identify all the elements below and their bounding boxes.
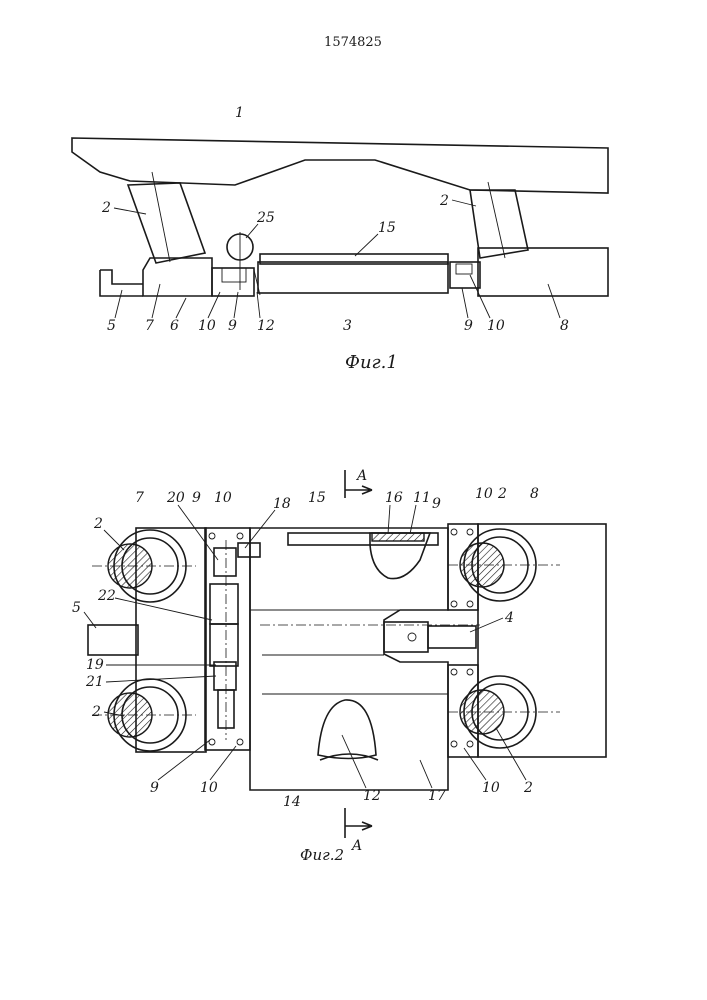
- shaft-4: [428, 626, 476, 648]
- leader2-2-tl: [104, 530, 124, 550]
- label-7: 7: [145, 318, 154, 334]
- clamp-right-10: [456, 264, 472, 274]
- leader2-16: [388, 505, 390, 534]
- section-arrow-top: [345, 486, 372, 494]
- label-25: 25: [256, 210, 275, 226]
- label2-20: 20: [166, 490, 185, 506]
- label2-10-top: 10: [214, 490, 232, 506]
- rail-5-plan: [88, 625, 138, 655]
- label-1: 1: [235, 105, 244, 121]
- leader2-17: [420, 760, 432, 788]
- label2-9-right: 9: [432, 496, 441, 512]
- leader2-20: [178, 505, 218, 560]
- label2-8: 8: [530, 486, 539, 502]
- leader-12: [257, 292, 260, 318]
- patent-number: 1574825: [324, 35, 382, 50]
- label-2-right: 2: [439, 193, 449, 209]
- right-support-axis: [488, 182, 505, 258]
- section-mark-bottom: A: [350, 838, 362, 854]
- label2-10-br: 10: [482, 780, 500, 796]
- leader2-12: [342, 735, 366, 788]
- label-5: 5: [107, 318, 116, 334]
- element-22-upper: [210, 584, 238, 624]
- label-12: 12: [257, 318, 275, 334]
- label2-2-br: 2: [523, 780, 533, 796]
- label2-17: 17: [428, 788, 446, 804]
- label2-5: 5: [72, 600, 81, 616]
- label-9-right: 9: [464, 318, 473, 334]
- cutaway-12: [318, 700, 376, 759]
- element-20: [214, 548, 236, 576]
- label2-18: 18: [273, 496, 291, 512]
- label2-19: 19: [86, 657, 104, 673]
- figure-2-plan-view: A A: [72, 468, 606, 864]
- block-3: [258, 262, 448, 293]
- label2-10-right: 10: [475, 486, 493, 502]
- leader-8: [548, 284, 560, 318]
- section-arrow-bottom: [345, 822, 372, 830]
- spring-12: [254, 270, 260, 295]
- label-8: 8: [560, 318, 569, 334]
- leader2-11: [410, 505, 416, 534]
- leader-15: [355, 234, 378, 256]
- label-3: 3: [343, 318, 352, 334]
- label2-10-bottom: 10: [200, 780, 218, 796]
- leader-6: [176, 298, 186, 318]
- figure-1-side-view: 1 2 25 15 2 5 7 6 10 9 12 3 9 10 8 Фиг.1: [72, 105, 608, 373]
- label-6: 6: [170, 318, 179, 334]
- label2-11: 11: [413, 490, 431, 506]
- shaft-4-head: [384, 622, 428, 652]
- label-10-left: 10: [198, 318, 216, 334]
- carriage-7: [143, 258, 212, 296]
- label2-12: 12: [363, 788, 381, 804]
- figure-1-caption: Фиг.1: [345, 352, 398, 373]
- hatch-11: [372, 533, 424, 541]
- leader2-4: [470, 618, 503, 632]
- clamp-left-9: [222, 268, 246, 282]
- section-mark-top: A: [355, 468, 367, 484]
- leader-5: [115, 290, 122, 318]
- left-support-axis: [152, 172, 170, 262]
- leader2-10-br: [464, 748, 486, 780]
- leader2-22: [115, 598, 212, 620]
- label2-9-top: 9: [192, 490, 201, 506]
- label2-14: 14: [283, 794, 301, 810]
- leader2-10-bottom: [210, 746, 236, 780]
- leader-25: [246, 224, 258, 238]
- element-22-lower: [210, 624, 238, 666]
- label2-2-tl: 2: [93, 516, 103, 532]
- element-18: [238, 543, 260, 557]
- label2-7: 7: [135, 490, 144, 506]
- leader2-9-bottom: [158, 740, 210, 780]
- leader-2-left: [114, 208, 146, 214]
- label2-4: 4: [504, 610, 514, 626]
- label2-22: 22: [97, 588, 116, 604]
- clamp-column-9: [205, 528, 250, 750]
- figure-2-caption: Фиг.2: [300, 846, 344, 864]
- label-10-right: 10: [487, 318, 505, 334]
- label2-16: 16: [385, 490, 403, 506]
- shaft-4-hole: [408, 633, 416, 641]
- label-9-left: 9: [228, 318, 237, 334]
- leader2-2-br: [496, 728, 526, 780]
- label-15: 15: [378, 220, 396, 236]
- label2-2-tr: 2: [497, 486, 507, 502]
- label2-21: 21: [85, 674, 104, 690]
- label-2-left: 2: [101, 200, 111, 216]
- leader-7: [152, 284, 160, 318]
- leader-9-right: [462, 288, 468, 318]
- label2-2-bl: 2: [91, 704, 101, 720]
- left-support-2: [128, 183, 205, 263]
- clamp-right-9: [450, 262, 480, 288]
- label2-15: 15: [308, 490, 326, 506]
- label2-9-bottom: 9: [150, 780, 159, 796]
